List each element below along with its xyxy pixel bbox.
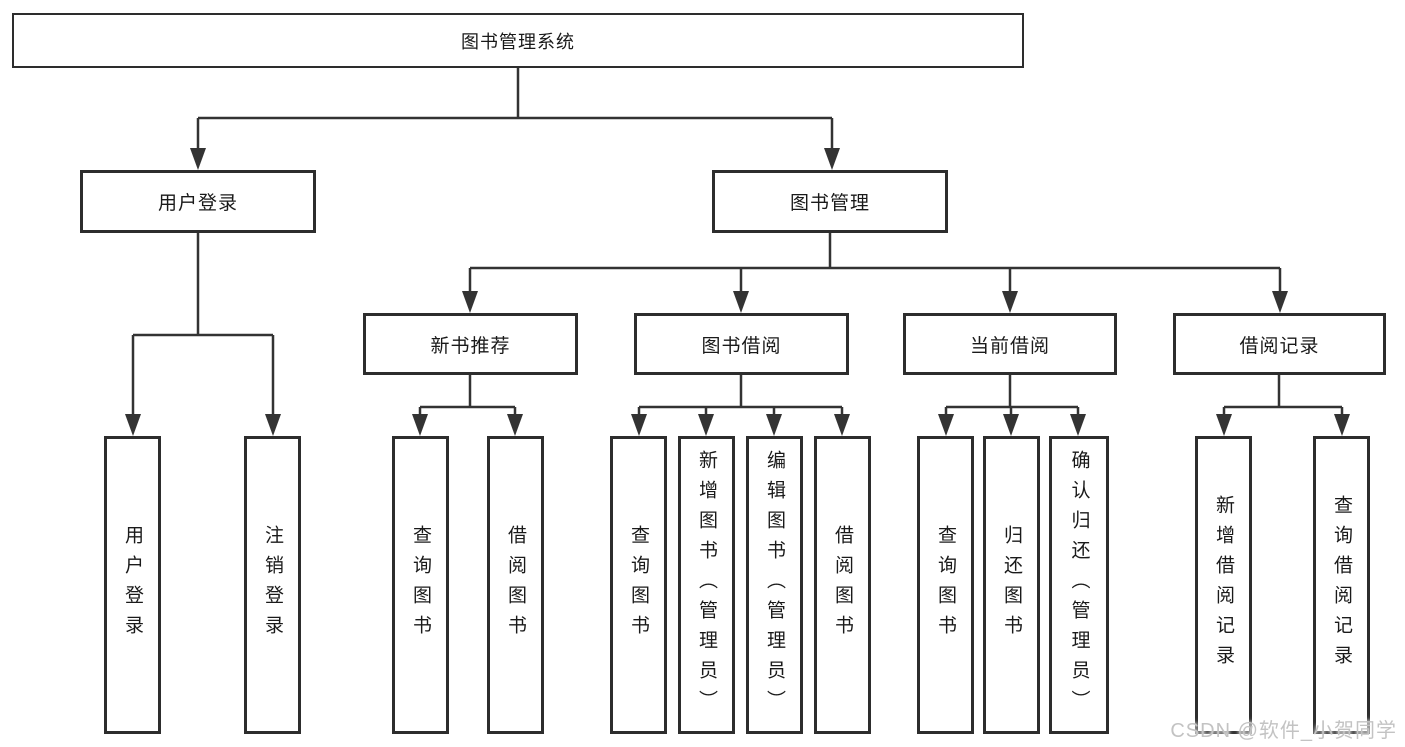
leaf-borrow-query: 查询图书 (610, 436, 667, 734)
leaf-record-query: 查询借阅记录 (1313, 436, 1370, 734)
arrowhead (824, 148, 840, 170)
arrowhead (938, 414, 954, 436)
arrowhead (125, 414, 141, 436)
csdn-watermark: CSDN @软件_小贺同学 (1170, 720, 1397, 742)
arrowhead (507, 414, 523, 436)
leaf-logout: 注销登录 (244, 436, 301, 734)
leaf-borrow-add-admin: 新增图书（管理员） (678, 436, 735, 734)
node-borrow-record-label: 借阅记录 (1239, 335, 1320, 357)
arrowhead (190, 148, 206, 170)
arrowhead (766, 414, 782, 436)
leaf-borrow-edit-admin: 编辑图书（管理员） (746, 436, 803, 734)
arrowhead (412, 414, 428, 436)
leaf-current-query: 查询图书 (917, 436, 974, 734)
arrowhead (733, 291, 749, 313)
node-library-system: 图书管理系统 (12, 13, 1024, 68)
node-library-system-label: 图书管理系统 (461, 31, 575, 52)
leaf-newbook-borrow: 借阅图书 (487, 436, 544, 734)
leaf-borrow-borrow: 借阅图书 (814, 436, 871, 734)
leaf-current-query-label: 查询图书 (935, 525, 956, 645)
connector-borrow-to-leaves (637, 375, 844, 418)
connector-root-to-level2 (196, 68, 834, 152)
leaf-logout-label: 注销登录 (262, 525, 283, 645)
leaf-current-return: 归还图书 (983, 436, 1040, 734)
arrowhead (462, 291, 478, 313)
leaf-borrow-edit-admin-label: 编辑图书（管理员） (764, 450, 785, 720)
leaf-borrow-query-label: 查询图书 (628, 525, 649, 645)
node-new-book-recommend: 新书推荐 (363, 313, 578, 375)
node-new-book-recommend-label: 新书推荐 (430, 335, 511, 357)
connector-mgmt-to-level3 (468, 233, 1282, 295)
leaf-current-return-label: 归还图书 (1001, 525, 1022, 645)
arrowhead (1216, 414, 1232, 436)
connector-login-to-leaves (131, 233, 275, 418)
node-borrow-record: 借阅记录 (1173, 313, 1386, 375)
arrowhead (834, 414, 850, 436)
leaf-record-query-label: 查询借阅记录 (1331, 495, 1352, 675)
leaf-borrow-borrow-label: 借阅图书 (832, 525, 853, 645)
leaf-record-add-label: 新增借阅记录 (1213, 495, 1234, 675)
connector-newbook-to-leaves (418, 375, 517, 418)
arrowhead (631, 414, 647, 436)
connector-record-to-leaves (1222, 375, 1344, 418)
arrowheads (125, 148, 1350, 436)
arrowhead (1070, 414, 1086, 436)
arrowhead (1334, 414, 1350, 436)
arrowhead (698, 414, 714, 436)
node-user-login: 用户登录 (80, 170, 316, 233)
leaf-record-add: 新增借阅记录 (1195, 436, 1252, 734)
arrowhead (265, 414, 281, 436)
node-current-borrow: 当前借阅 (903, 313, 1117, 375)
node-book-management-label: 图书管理 (789, 193, 870, 214)
leaf-newbook-query-label: 查询图书 (410, 525, 431, 645)
leaf-newbook-query: 查询图书 (392, 436, 449, 734)
arrowhead (1003, 414, 1019, 436)
connector-current-to-leaves (944, 375, 1080, 418)
leaf-user-login: 用户登录 (104, 436, 161, 734)
node-book-management: 图书管理 (712, 170, 948, 233)
node-current-borrow-label: 当前借阅 (969, 335, 1050, 357)
leaf-borrow-add-admin-label: 新增图书（管理员） (696, 450, 717, 720)
leaf-current-confirm-admin: 确认归还（管理员） (1049, 436, 1109, 734)
node-book-borrow-label: 图书借阅 (701, 335, 782, 357)
arrowhead (1272, 291, 1288, 313)
leaf-current-confirm-admin-label: 确认归还（管理员） (1068, 450, 1090, 720)
node-user-login-label: 用户登录 (157, 193, 238, 214)
arrowhead (1002, 291, 1018, 313)
node-book-borrow: 图书借阅 (634, 313, 849, 375)
leaf-newbook-borrow-label: 借阅图书 (505, 525, 526, 645)
leaf-user-login-label: 用户登录 (122, 525, 143, 645)
